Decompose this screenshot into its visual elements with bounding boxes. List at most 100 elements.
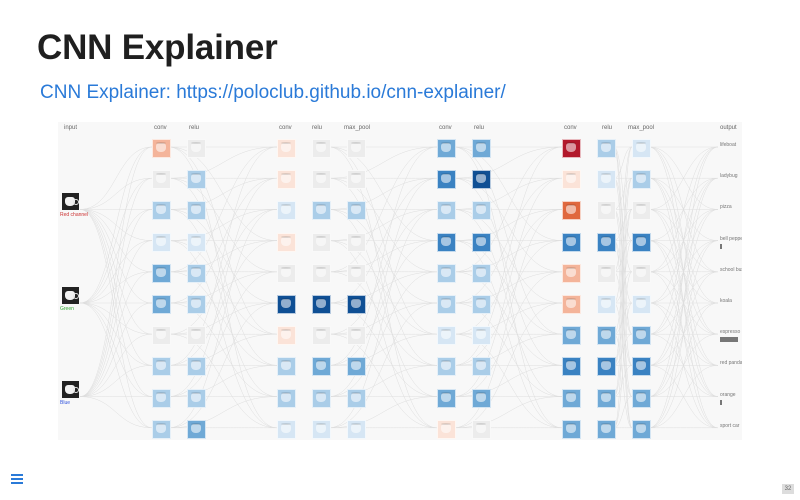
activation-map[interactable] [277,295,296,314]
activation-map[interactable] [437,357,456,377]
activation-map[interactable] [347,388,366,408]
activation-map[interactable] [347,232,366,252]
output-class-label[interactable]: red panda [720,360,742,367]
activation-map[interactable] [347,201,366,221]
activation-map[interactable] [312,326,331,346]
activation-map[interactable] [347,263,366,283]
activation-map[interactable] [312,419,331,439]
output-class-label[interactable]: sport car [720,422,740,429]
activation-map[interactable] [562,295,581,314]
activation-map[interactable] [562,201,581,221]
activation-map[interactable] [562,388,581,408]
activation-map[interactable] [277,232,296,252]
activation-map[interactable] [187,419,206,439]
activation-map[interactable] [152,357,171,377]
activation-map[interactable] [437,295,456,314]
output-class-label[interactable]: ladybug [720,173,738,180]
activation-map[interactable] [437,326,456,346]
activation-map[interactable] [152,170,171,190]
activation-map[interactable] [472,357,491,377]
activation-map[interactable] [277,326,296,346]
activation-map[interactable] [632,388,651,408]
activation-map[interactable] [437,232,456,252]
output-class-label[interactable]: school bus [720,266,742,273]
activation-map[interactable] [562,232,581,252]
output-class-label[interactable]: espresso [720,329,741,336]
activation-map[interactable] [562,139,581,158]
cnn-explainer-link[interactable]: CNN Explainer: https://poloclub.github.i… [40,82,506,103]
activation-map[interactable] [347,295,366,314]
activation-map[interactable] [312,263,331,283]
activation-map[interactable] [347,139,366,158]
activation-map[interactable] [597,170,616,190]
activation-map[interactable] [437,201,456,221]
activation-map[interactable] [472,419,491,439]
activation-map[interactable] [472,139,491,158]
activation-map[interactable] [152,388,171,408]
activation-map[interactable] [562,326,581,346]
activation-map[interactable] [312,357,331,377]
activation-map[interactable] [632,201,651,221]
activation-map[interactable] [632,170,651,190]
activation-map[interactable] [472,263,491,283]
activation-map[interactable] [277,201,296,221]
activation-map[interactable] [597,201,616,221]
activation-map[interactable] [187,326,206,346]
activation-map[interactable] [187,201,206,221]
activation-map[interactable] [437,263,456,283]
output-class-label[interactable]: koala [720,298,732,304]
activation-map[interactable] [472,388,491,408]
activation-map[interactable] [277,263,296,283]
activation-map[interactable] [152,326,171,346]
activation-map[interactable] [632,419,651,439]
activation-map[interactable] [472,326,491,346]
activation-map[interactable] [187,357,206,377]
activation-map[interactable] [437,419,456,439]
activation-map[interactable] [347,357,366,377]
activation-map[interactable] [562,170,581,190]
activation-map[interactable] [632,326,651,346]
activation-map[interactable] [632,295,651,314]
activation-map[interactable] [597,419,616,439]
activation-map[interactable] [437,139,456,158]
activation-map[interactable] [187,388,206,408]
output-class-label[interactable]: orange [720,391,736,398]
activation-map[interactable] [187,170,206,190]
activation-map[interactable] [152,232,171,252]
activation-map[interactable] [152,419,171,439]
activation-map[interactable] [187,295,206,314]
activation-map[interactable] [312,170,331,190]
activation-map[interactable] [187,139,206,158]
output-class-label[interactable]: pizza [720,204,732,211]
output-class-label[interactable]: lifeboat [720,142,737,148]
activation-map[interactable] [472,201,491,221]
activation-map[interactable] [632,232,651,252]
activation-map[interactable] [437,170,456,190]
activation-map[interactable] [312,232,331,252]
activation-map[interactable] [312,388,331,408]
activation-map[interactable] [187,263,206,283]
activation-map[interactable] [597,295,616,314]
activation-map[interactable] [152,201,171,221]
activation-map[interactable] [312,139,331,158]
activation-map[interactable] [597,388,616,408]
input-channel-image[interactable] [62,193,79,211]
activation-map[interactable] [597,326,616,346]
activation-map[interactable] [597,139,616,158]
activation-map[interactable] [472,170,491,190]
activation-map[interactable] [277,139,296,158]
activation-map[interactable] [472,232,491,252]
activation-map[interactable] [437,388,456,408]
activation-map[interactable] [632,139,651,158]
activation-map[interactable] [597,232,616,252]
activation-map[interactable] [632,357,651,377]
output-class-label[interactable]: bell pepper [720,235,742,242]
activation-map[interactable] [152,295,171,314]
activation-map[interactable] [152,263,171,283]
activation-map[interactable] [312,295,331,314]
activation-map[interactable] [277,388,296,408]
activation-map[interactable] [472,295,491,314]
activation-map[interactable] [562,263,581,283]
activation-map[interactable] [277,419,296,439]
